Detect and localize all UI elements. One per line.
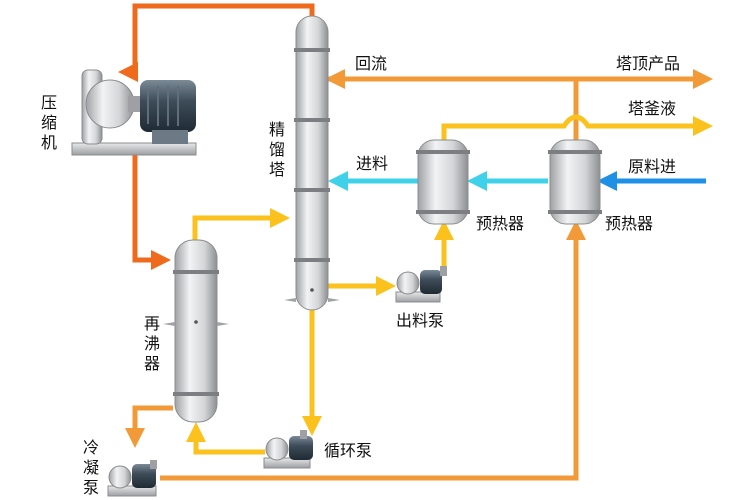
preheater-right-label: 预热器 xyxy=(605,214,654,233)
circulation-pump xyxy=(263,430,313,469)
circulation-pump-label: 循环泵 xyxy=(324,441,373,460)
feed-in-label: 进料 xyxy=(356,154,389,173)
distillation-column xyxy=(284,15,340,311)
reboiler-label: 再沸器 xyxy=(143,314,160,373)
column-label: 精馏塔 xyxy=(268,120,285,179)
preheater-left xyxy=(416,139,470,225)
top-product-label: 塔顶产品 xyxy=(616,54,681,73)
vapor-line-column-to-compressor xyxy=(118,3,315,82)
vapor-line-compressor-to-reboiler xyxy=(132,155,171,270)
bottom-liquid-label: 塔釜液 xyxy=(628,99,677,118)
condensate-line-pump-to-preheater xyxy=(160,220,586,481)
preheater-right xyxy=(548,139,602,225)
bottom-liquid-line xyxy=(441,114,713,140)
condensate-line-reboiler-to-pump xyxy=(125,405,173,448)
reboiler-vapor-line xyxy=(192,208,290,240)
raw-feed-label: 原料进 xyxy=(628,157,677,176)
discharge-pump-label: 出料泵 xyxy=(396,311,445,330)
reboiler-vessel xyxy=(163,239,229,423)
condensate-pump-label: 冷凝泵 xyxy=(82,438,99,497)
preheater-left-label: 预热器 xyxy=(476,214,525,233)
compressor-label: 压缩机 xyxy=(40,93,57,152)
circulation-pump-to-reboiler xyxy=(186,422,265,455)
condensate-pump xyxy=(107,460,157,497)
reflux-label: 回流 xyxy=(355,54,388,73)
compressor xyxy=(71,69,197,156)
discharge-pump xyxy=(395,266,447,303)
